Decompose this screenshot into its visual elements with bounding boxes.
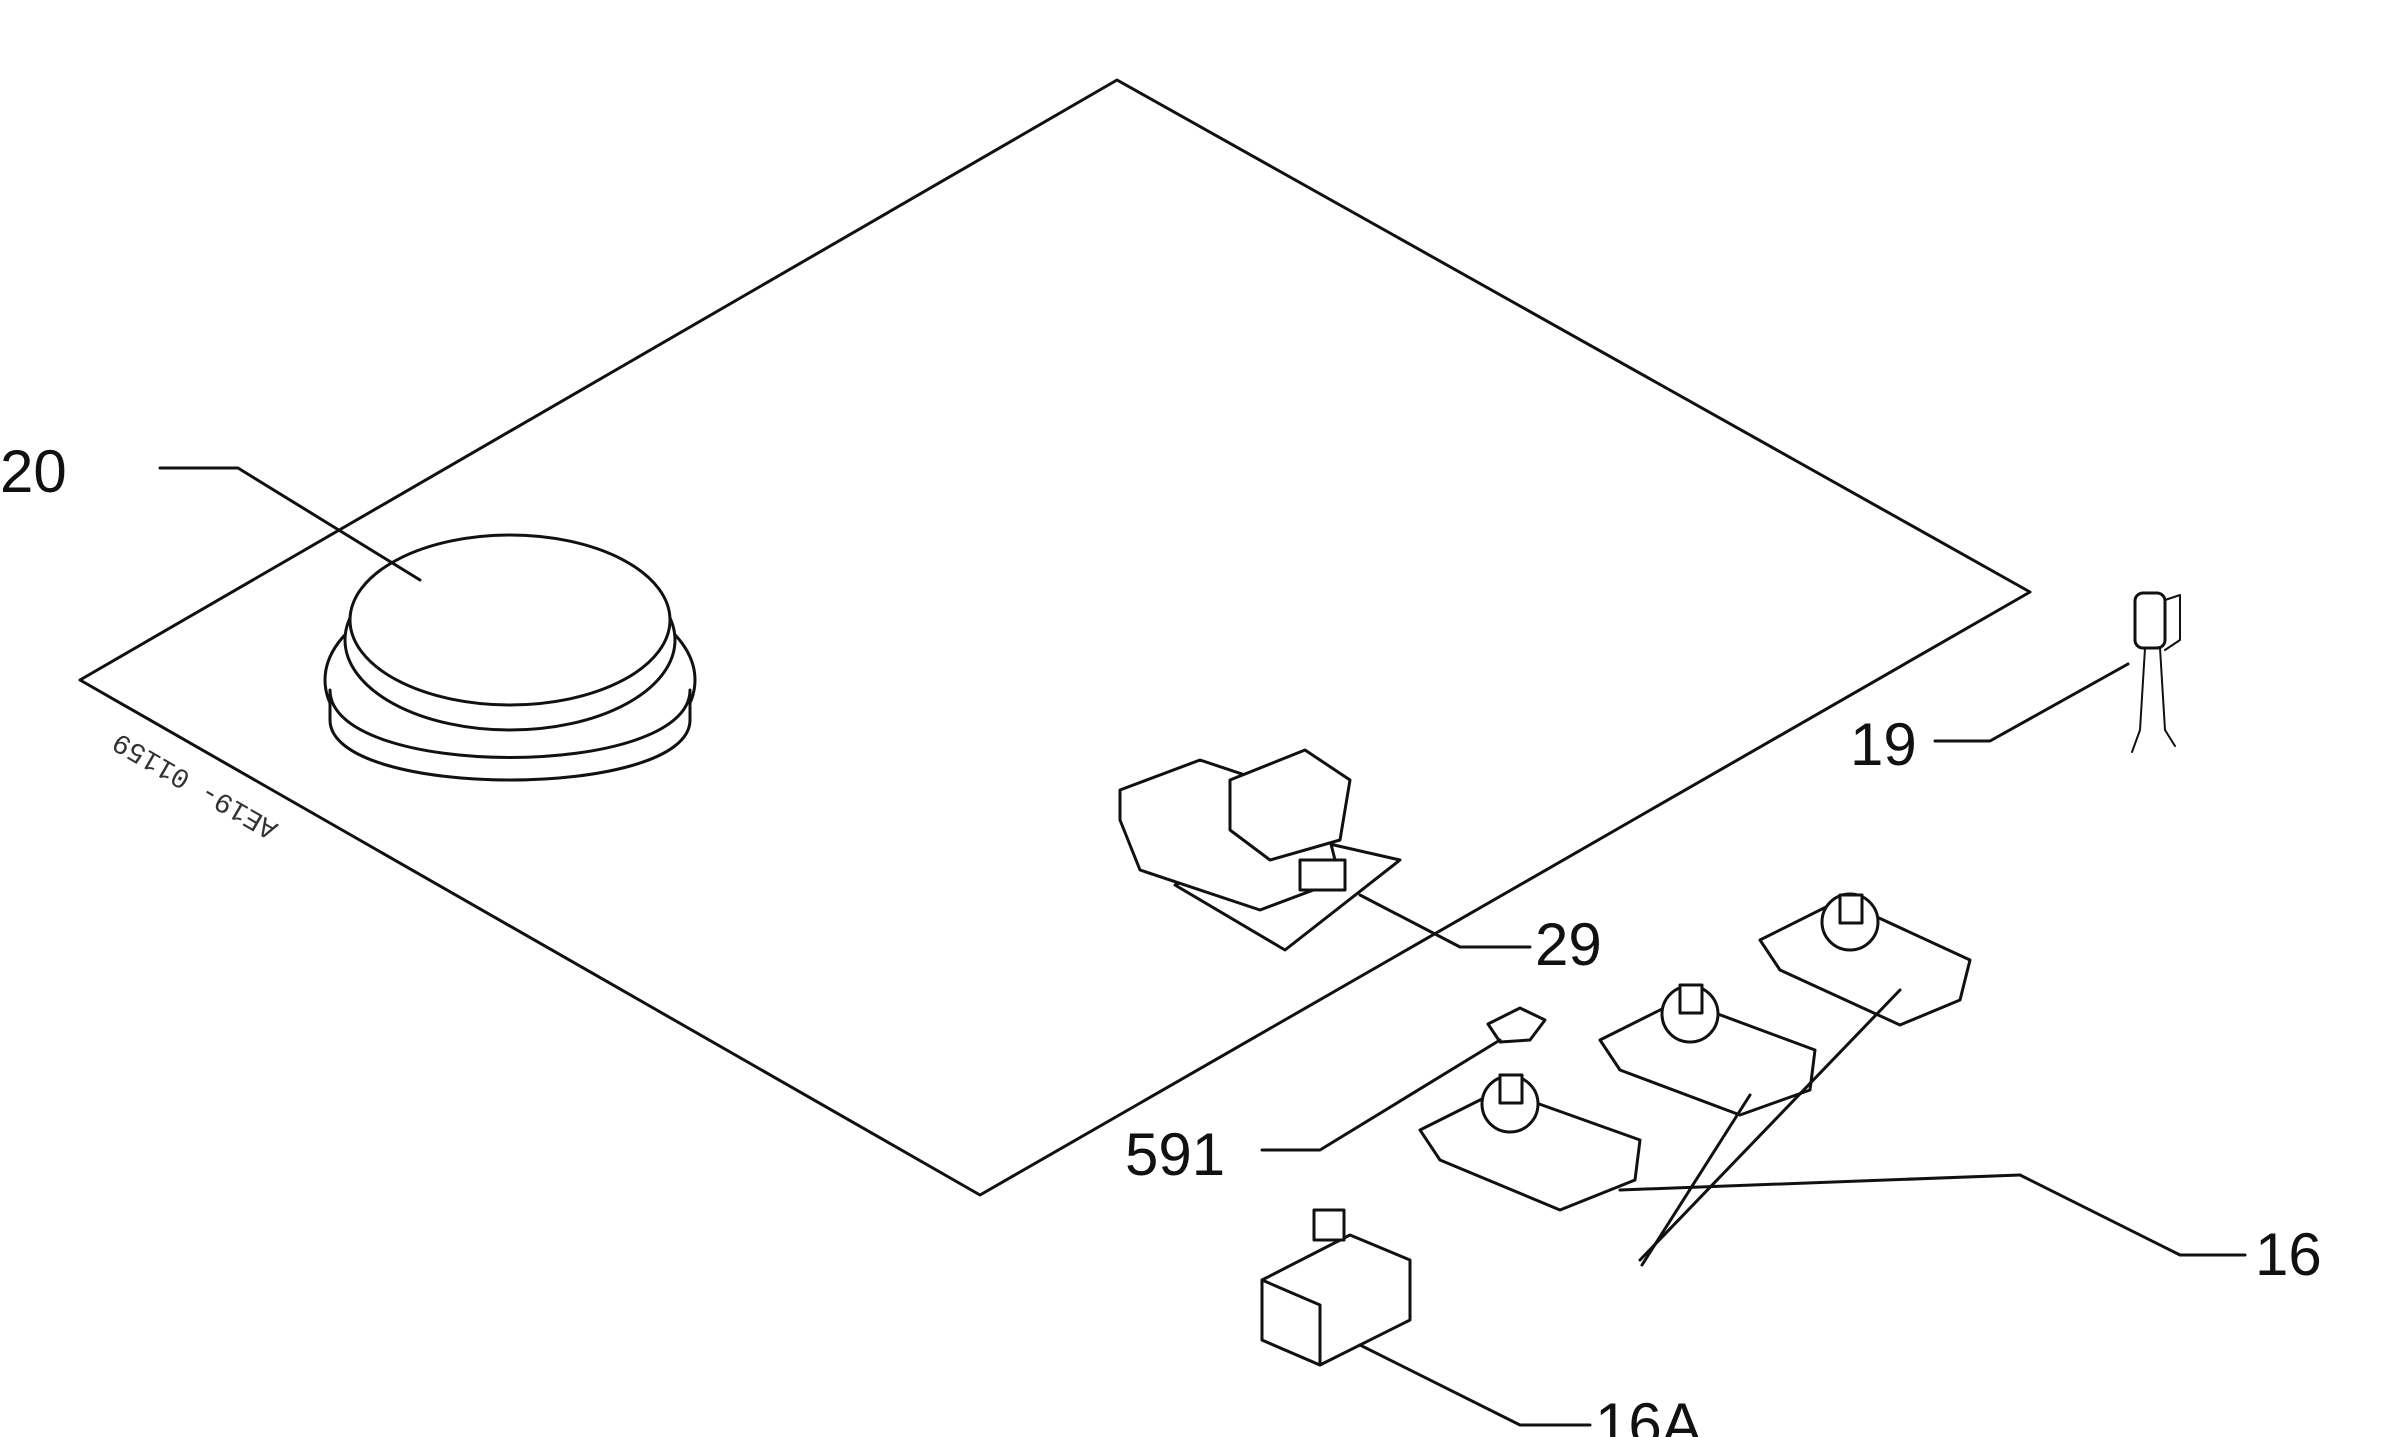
small-part <box>1486 1006 1547 1044</box>
sensor <box>2131 591 2181 753</box>
hob-plate <box>78 78 2032 1197</box>
switch-upper <box>1758 892 1972 1027</box>
leader-19 <box>1933 662 2130 743</box>
leader-20 <box>158 466 422 582</box>
leader-16d <box>2018 1173 2247 1257</box>
leader-29 <box>1358 893 1532 949</box>
leader-16c <box>1618 1173 2022 1192</box>
leader-591 <box>1260 1038 1502 1152</box>
burner <box>323 533 697 782</box>
leader-16A <box>1358 1343 1592 1427</box>
switch-single <box>1260 1208 1412 1367</box>
leader-16a <box>1638 988 1902 1262</box>
switch-middle <box>1598 983 1817 1117</box>
label-20: 20 <box>0 438 67 505</box>
label-16: 16 <box>2255 1221 2322 1288</box>
label-591: 591 <box>1125 1121 1225 1188</box>
label-29: 29 <box>1535 911 1602 978</box>
switch-lower <box>1418 1073 1642 1212</box>
diagram-code: AE19- 01159 <box>108 725 284 844</box>
label-19: 19 <box>1850 711 1917 778</box>
leader-16b <box>1640 1093 1752 1267</box>
control-unit <box>1118 748 1402 952</box>
label-16A: 16A <box>1595 1391 1702 1437</box>
